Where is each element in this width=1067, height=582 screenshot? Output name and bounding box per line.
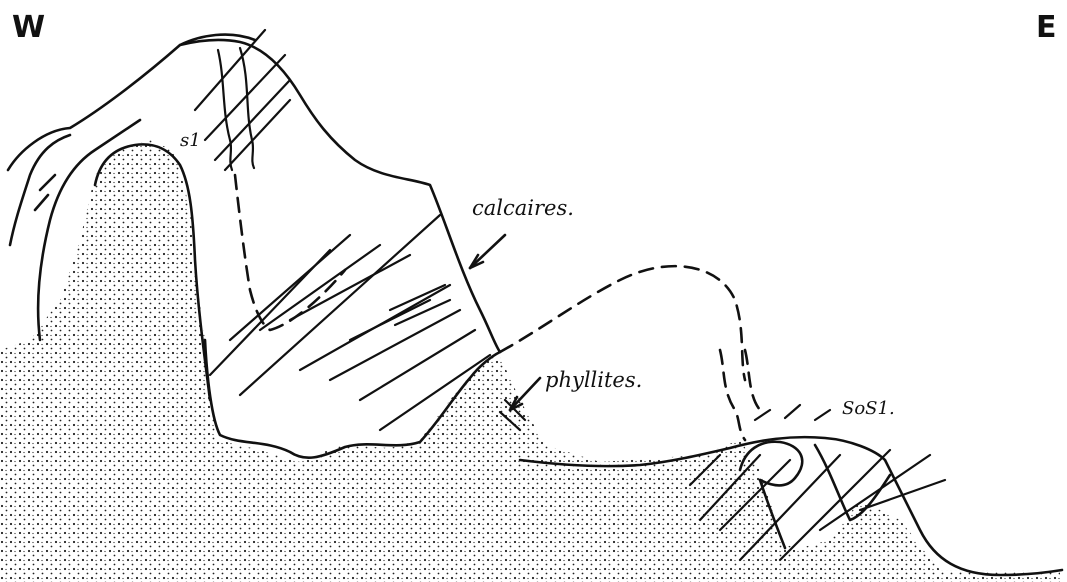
arrow-calcaires <box>470 235 505 268</box>
fold-trace-dashed-right <box>720 350 745 440</box>
label-calcaires: calcaires. <box>472 196 574 220</box>
label-s0s1: SoS1. <box>842 398 895 419</box>
fold-trace-dashed-right-2 <box>745 350 760 410</box>
outer-layer-4 <box>35 175 55 210</box>
calcaires-bedding-lines <box>210 215 490 430</box>
label-s1: s1 <box>180 130 201 151</box>
s1-cleavage-top <box>195 30 290 170</box>
fold-closure-dashed <box>500 266 745 380</box>
label-phyllites: phyllites. <box>545 368 642 392</box>
